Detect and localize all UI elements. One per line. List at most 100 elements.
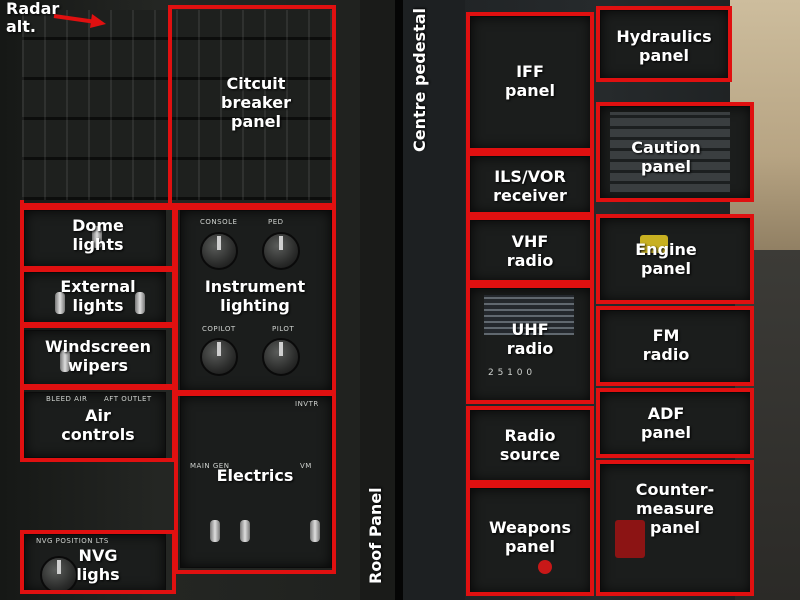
panel-divider: [395, 0, 403, 600]
windscreen-wipers-label-2: wipers: [68, 356, 128, 375]
vhf-radio-highlight[interactable]: [466, 216, 594, 284]
silk-pilot: PILOT: [272, 325, 295, 333]
countermeasure-label: Counter- measure panel: [600, 480, 750, 537]
engine-plate: [600, 218, 752, 302]
countermeasure-red-cover[interactable]: [615, 520, 645, 558]
weapons-label-2: panel: [505, 537, 555, 556]
gen-switch-2[interactable]: [240, 520, 250, 542]
ext-light-switch[interactable]: [55, 292, 65, 314]
caution-label-1: Caution: [631, 138, 701, 157]
fm-radio-highlight[interactable]: [596, 306, 754, 386]
iff-label: IFF panel: [470, 62, 590, 100]
engine-guard-cover[interactable]: [640, 235, 668, 253]
engine-panel-highlight[interactable]: [596, 214, 754, 304]
ils-vor-highlight[interactable]: [466, 152, 594, 216]
electrics-highlight[interactable]: [174, 392, 336, 574]
fm-label-1: FM: [652, 326, 680, 345]
silk-console: CONSOLE: [200, 218, 238, 226]
external-lights-label-2: lights: [72, 296, 124, 315]
dome-lights-label-1: Dome: [72, 216, 124, 235]
adf-label: ADF panel: [600, 404, 732, 442]
iff-label-2: panel: [505, 81, 555, 100]
electrics-label: Electrics: [178, 466, 332, 485]
uhf-label-1: UHF: [511, 320, 549, 339]
windscreen-wipers-label: Windscreen wipers: [24, 337, 172, 375]
silk-invtr: INVTR: [295, 400, 319, 408]
radio-source-label-1: Radio: [504, 426, 556, 445]
ped-light-knob[interactable]: [262, 232, 300, 270]
fm-label: FM radio: [600, 326, 732, 364]
radar-alt-arrow-icon: [53, 14, 106, 28]
radio-source-highlight[interactable]: [466, 406, 594, 484]
hydraulics-panel-highlight[interactable]: [596, 6, 732, 82]
uhf-preset-card: [484, 295, 574, 335]
weapons-label: Weapons panel: [470, 518, 590, 556]
air-controls-label-1: Air: [85, 406, 111, 425]
gen-switch-3[interactable]: [310, 520, 320, 542]
circuit-breaker-label-2: breaker: [221, 93, 291, 112]
radar-alt-label: Radar alt.: [6, 0, 59, 36]
countermeasure-label-1: Counter-: [635, 480, 715, 499]
circuit-breaker-grid: [22, 10, 332, 200]
uhf-radio-highlight[interactable]: [466, 284, 594, 404]
countermeasure-panel-highlight[interactable]: [596, 460, 754, 596]
radar-alt-line2: alt.: [6, 17, 37, 36]
dome-light-switch[interactable]: [92, 226, 102, 248]
air-controls-label-2: controls: [61, 425, 135, 444]
silk-aft-outlet: AFT OUTLET: [104, 395, 152, 403]
engine-label-2: panel: [641, 259, 691, 278]
ext-light-switch-2[interactable]: [135, 292, 145, 314]
nvg-lights-label-2: lighs: [76, 565, 120, 584]
circuit-breaker-label-1: Citcuit: [226, 74, 286, 93]
caution-label-2: panel: [641, 157, 691, 176]
radio-source-label-2: source: [499, 445, 561, 464]
iff-panel-highlight[interactable]: [466, 12, 594, 152]
uhf-label: UHF radio: [470, 320, 590, 358]
ils-plate: [470, 156, 592, 214]
uhf-frequency: 2 5 1 0 0: [488, 368, 533, 378]
pilot-light-knob[interactable]: [262, 338, 300, 376]
hydraulics-label: Hydraulics panel: [600, 27, 728, 65]
caution-panel-highlight[interactable]: [596, 102, 754, 202]
uhf-label-2: radio: [506, 339, 554, 358]
fm-label-2: radio: [642, 345, 690, 364]
adf-panel-highlight[interactable]: [596, 388, 754, 458]
hydraulics-label-2: panel: [639, 46, 689, 65]
wiper-switch[interactable]: [60, 350, 70, 372]
vhf-label-2: radio: [506, 251, 554, 270]
fm-plate: [600, 310, 752, 384]
caution-label: Caution panel: [600, 138, 732, 176]
gen-switch-1[interactable]: [210, 520, 220, 542]
instrument-lighting-label-2: lighting: [220, 296, 290, 315]
centre-pedestal-side-label: Centre pedestal: [410, 7, 429, 152]
pedestal-side: [403, 0, 465, 600]
silk-copilot: COPILOT: [202, 325, 236, 333]
countermeasure-label-3: panel: [650, 518, 700, 537]
weapons-red-button[interactable]: [538, 560, 552, 574]
console-light-knob[interactable]: [200, 232, 238, 270]
roof-panel-edge: [360, 0, 395, 600]
ils-vor-label-1: ILS/VOR: [494, 167, 566, 186]
copilot-light-knob[interactable]: [200, 338, 238, 376]
iff-plate: [470, 16, 592, 150]
nvg-lights-highlight[interactable]: [20, 530, 176, 594]
countermeasure-label-2: measure: [636, 499, 714, 518]
air-plate: [24, 392, 166, 458]
iff-label-1: IFF: [516, 62, 544, 81]
nvg-lights-label-1: NVG: [78, 546, 118, 565]
roof-panel-side-label: Roof Panel: [366, 487, 385, 584]
dome-lights-label: Dome lights: [24, 216, 172, 254]
hydraulics-label-1: Hydraulics: [616, 27, 712, 46]
ils-vor-label: ILS/VOR receiver: [470, 167, 590, 205]
circuit-breaker-label: Citcuit breaker panel: [176, 74, 336, 131]
adf-label-1: ADF: [647, 404, 685, 423]
electrics-plate: [180, 396, 332, 568]
instrument-lighting-label-1: Instrument: [204, 277, 306, 296]
silk-vm: VM: [300, 462, 312, 470]
weapons-panel-highlight[interactable]: [466, 484, 594, 596]
air-controls-label: Air controls: [24, 406, 172, 444]
hydraulics-plate: [600, 10, 730, 80]
ils-vor-label-2: receiver: [493, 186, 567, 205]
dome-lights-label-2: lights: [72, 235, 124, 254]
